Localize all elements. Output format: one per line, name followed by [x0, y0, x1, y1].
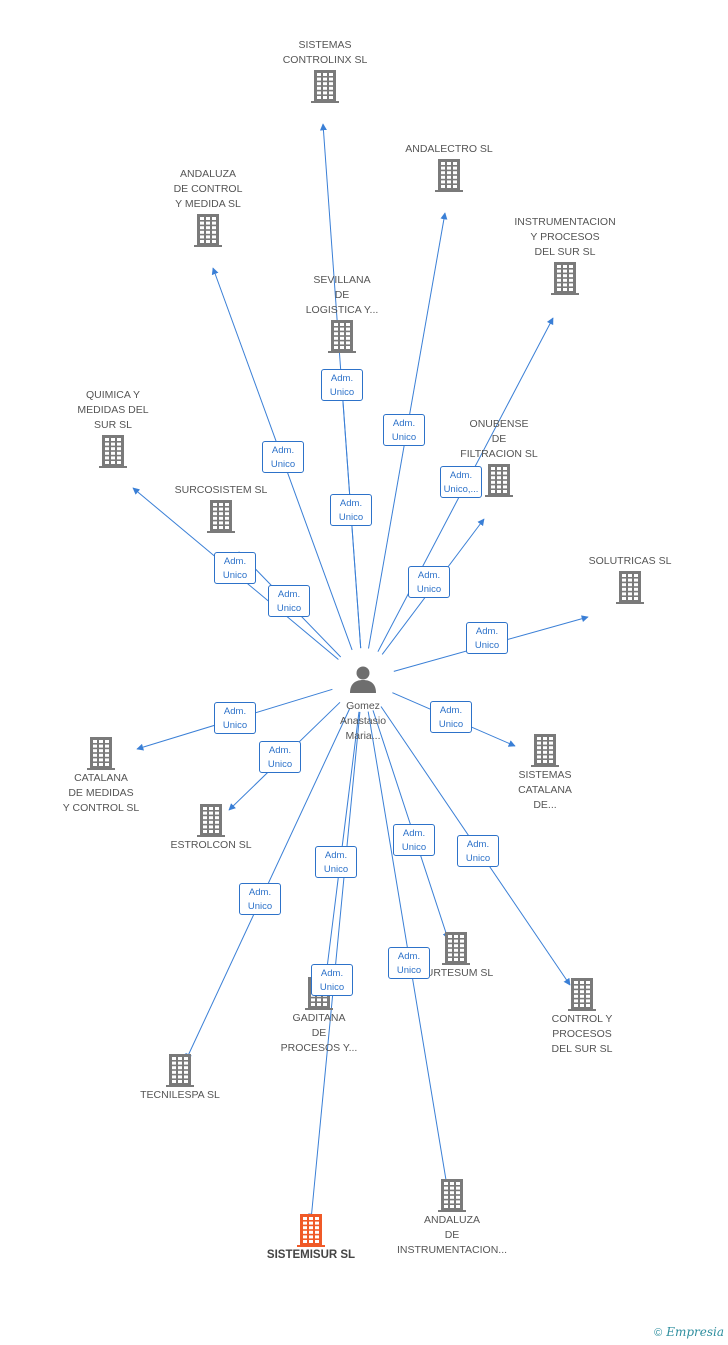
company-label: SURCOSISTEM SL	[174, 484, 268, 496]
company-node-sistemisur[interactable]: SISTEMISUR SL	[231, 1212, 391, 1263]
company-node-andaluza-control-medida[interactable]: ANDALUZA DE CONTROL Y MEDIDA SL	[128, 167, 288, 248]
role-badge-instrumentacion-procesos-sur[interactable]: Adm. Unico,...	[440, 466, 482, 498]
person-node[interactable]: Gomez Anastasio Maria...	[313, 664, 413, 744]
company-label: SURTESUM SL	[418, 967, 494, 979]
company-label: ESTROLCON SL	[170, 839, 252, 851]
building-icon	[551, 262, 579, 295]
building-icon	[485, 464, 513, 497]
building-icon	[311, 70, 339, 103]
company-node-surcosistem[interactable]: SURCOSISTEM SL	[141, 483, 301, 534]
building-icon	[194, 214, 222, 247]
company-node-catalana-medidas-control[interactable]: CATALANA DE MEDIDAS Y CONTROL SL	[21, 735, 181, 816]
company-node-sevillana-logistica[interactable]: SEVILLANA DE LOGISTICA Y...	[262, 273, 422, 354]
person-icon	[350, 666, 376, 693]
building-icon	[297, 1214, 325, 1247]
role-badge-andaluza-control-medida[interactable]: Adm. Unico	[262, 441, 304, 473]
company-label: TECNILESPA SL	[140, 1089, 220, 1101]
role-badge-sistemisur[interactable]: Adm. Unico	[388, 947, 430, 979]
role-badge-estrolcon[interactable]: Adm. Unico	[259, 741, 301, 773]
role-badge-solutricas[interactable]: Adm. Unico	[466, 622, 508, 654]
role-badge-sistemas-catalana[interactable]: Adm. Unico	[430, 701, 472, 733]
copyright-symbol: ©	[654, 1327, 663, 1339]
company-label: GADITANA DE PROCESOS Y...	[280, 1012, 358, 1054]
company-label: SISTEMAS CONTROLINX SL	[282, 39, 368, 66]
building-icon	[531, 734, 559, 767]
company-node-andalectro[interactable]: ANDALECTRO SL	[369, 142, 529, 193]
company-label: ANDALECTRO SL	[405, 143, 493, 155]
company-node-sistemas-controlinx[interactable]: SISTEMAS CONTROLINX SL	[245, 38, 405, 104]
role-badge-andalectro[interactable]: Adm. Unico	[383, 414, 425, 446]
role-badge-onubense-filtracion[interactable]: Adm. Unico	[408, 566, 450, 598]
person-name: Gomez Anastasio Maria...	[339, 700, 387, 742]
company-label: ANDALUZA DE CONTROL Y MEDIDA SL	[173, 168, 243, 210]
building-icon	[99, 435, 127, 468]
company-node-onubense-filtracion[interactable]: ONUBENSE DE FILTRACION SL	[419, 417, 579, 498]
role-badge-control-procesos-sur[interactable]: Adm. Unico	[457, 835, 499, 867]
company-label: CATALANA DE MEDIDAS Y CONTROL SL	[62, 772, 140, 814]
company-node-sistemas-catalana[interactable]: SISTEMAS CATALANA DE...	[465, 732, 625, 813]
company-label: ANDALUZA DE INSTRUMENTACION...	[396, 1214, 508, 1256]
company-label: SOLUTRICAS SL	[588, 555, 672, 567]
role-badge-surcosistem[interactable]: Adm. Unico	[268, 585, 310, 617]
company-label: QUIMICA Y MEDIDAS DEL SUR SL	[77, 389, 149, 431]
building-icon	[568, 978, 596, 1011]
company-node-surtesum[interactable]: SURTESUM SL	[376, 930, 536, 981]
building-icon	[328, 320, 356, 353]
company-node-estrolcon[interactable]: ESTROLCON SL	[131, 802, 291, 853]
role-badge-tecnilespa[interactable]: Adm. Unico	[239, 883, 281, 915]
role-badge-gaditana-procesos[interactable]: Adm. Unico	[315, 846, 357, 878]
company-node-solutricas[interactable]: SOLUTRICAS SL	[550, 554, 710, 605]
role-badge-quimica-medidas-sur[interactable]: Adm. Unico	[214, 552, 256, 584]
company-label: CONTROL Y PROCESOS DEL SUR SL	[551, 1013, 613, 1055]
role-badge-sevillana-logistica[interactable]: Adm. Unico	[330, 494, 372, 526]
company-node-tecnilespa[interactable]: TECNILESPA SL	[100, 1052, 260, 1103]
building-icon	[166, 1054, 194, 1087]
company-label: SISTEMAS CATALANA DE...	[518, 769, 572, 811]
role-badge-surtesum[interactable]: Adm. Unico	[393, 824, 435, 856]
role-badge-andaluza-instrumentacion[interactable]: Adm. Unico	[311, 964, 353, 996]
building-icon	[207, 500, 235, 533]
company-node-instrumentacion-procesos-sur[interactable]: INSTRUMENTACION Y PROCESOS DEL SUR SL	[485, 215, 645, 296]
footer-brand[interactable]: ©Empresia	[654, 1325, 724, 1339]
building-icon	[442, 932, 470, 965]
company-node-quimica-medidas-sur[interactable]: QUIMICA Y MEDIDAS DEL SUR SL	[33, 388, 193, 469]
company-node-andaluza-instrumentacion[interactable]: ANDALUZA DE INSTRUMENTACION...	[372, 1177, 532, 1258]
company-label: INSTRUMENTACION Y PROCESOS DEL SUR SL	[514, 216, 616, 258]
building-icon	[435, 159, 463, 192]
company-node-control-procesos-sur[interactable]: CONTROL Y PROCESOS DEL SUR SL	[502, 976, 662, 1057]
role-badge-sistemas-controlinx[interactable]: Adm. Unico	[321, 369, 363, 401]
building-icon	[438, 1179, 466, 1212]
company-label: SISTEMISUR SL	[266, 1249, 356, 1261]
company-label: SEVILLANA DE LOGISTICA Y...	[305, 274, 379, 316]
building-icon	[197, 804, 225, 837]
building-icon	[616, 571, 644, 604]
company-label: ONUBENSE DE FILTRACION SL	[460, 418, 538, 460]
building-icon	[87, 737, 115, 770]
brand-logo-text: Empresia	[666, 1325, 724, 1339]
role-badge-catalana-medidas-control[interactable]: Adm. Unico	[214, 702, 256, 734]
